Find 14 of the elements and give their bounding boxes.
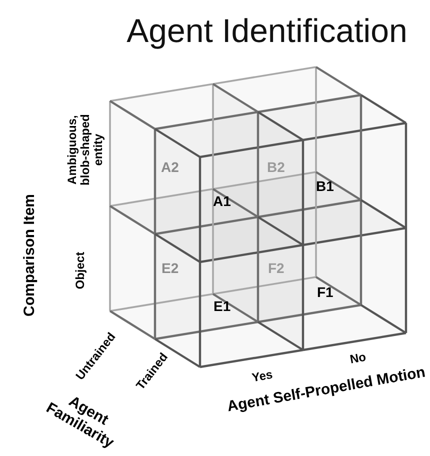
category-label: Object xyxy=(74,251,87,289)
cell-label: E1 xyxy=(214,298,231,314)
cell-label: B1 xyxy=(316,178,334,194)
title: Agent Identification xyxy=(126,12,408,50)
category-label: Ambiguous, blob-shaped entity xyxy=(66,113,106,188)
cell-label: A1 xyxy=(213,194,231,209)
cell-label: E2 xyxy=(162,260,179,276)
category-label: Yes xyxy=(250,368,274,384)
cell-label: B2 xyxy=(267,160,285,175)
axis-title: Comparison Item xyxy=(22,193,38,316)
cell-label: F1 xyxy=(317,284,334,300)
cell-label: F2 xyxy=(268,260,284,276)
category-label: No xyxy=(348,350,368,366)
cell-label: A2 xyxy=(161,160,179,175)
